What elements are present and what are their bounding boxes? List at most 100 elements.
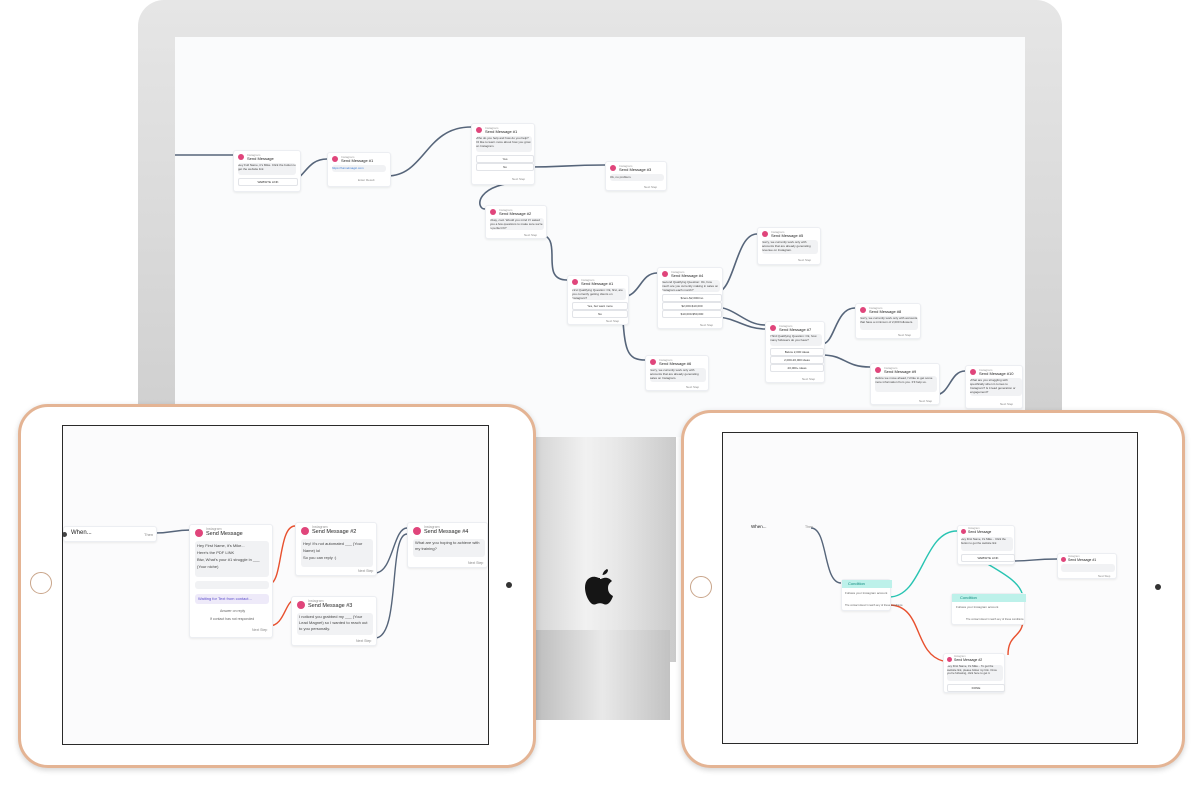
tablet-left-screen-canvas[interactable]: When... Then Instagram Send Message Hey … bbox=[62, 425, 489, 745]
node-platform: Instagram bbox=[954, 655, 966, 658]
connector bbox=[374, 533, 408, 639]
node-message: https://funnelmagic.com bbox=[332, 165, 386, 172]
node-platform: Instagram bbox=[499, 208, 513, 212]
node-title: Send Message #2 bbox=[499, 211, 532, 216]
imac-node-send-message-3[interactable]: Instagram Send Message #3 Ok, no problem… bbox=[605, 161, 667, 191]
tl-node-send-message-3[interactable]: Instagram Send Message #3 I noticed you … bbox=[291, 596, 377, 646]
imac-node-send-message-4[interactable]: Instagram Send Message #4 Second Qualify… bbox=[657, 267, 723, 329]
imac-node-send-message-9[interactable]: Instagram Send Message #9 Before we move… bbox=[870, 363, 940, 405]
apple-logo-icon bbox=[585, 569, 613, 605]
node-title: Send Message #3 bbox=[619, 167, 652, 172]
message-placeholder bbox=[195, 581, 269, 589]
node-message: Before we move ahead, I'd like to get so… bbox=[875, 376, 937, 392]
instagram-icon bbox=[610, 165, 616, 171]
imac-node-qualifying-1[interactable]: Instagram Send Message #1 First Qualifyi… bbox=[567, 275, 629, 325]
trigger-footer: Then bbox=[805, 525, 813, 529]
node-title: Send Message bbox=[206, 531, 243, 537]
camera-icon bbox=[506, 582, 512, 588]
node-platform: Instagram bbox=[779, 324, 793, 328]
node-platform: Instagram bbox=[581, 278, 595, 282]
node-message: Hey First Name, it's Mike... To get the … bbox=[947, 665, 1003, 681]
message-line: Btw, What's your #1 struggle in ___ (You… bbox=[197, 557, 260, 569]
sparkle-icon bbox=[63, 532, 67, 537]
imac-node-send-message-6[interactable]: Instagram Send Message #6 Sorry, we curr… bbox=[645, 355, 709, 391]
option-button[interactable]: No bbox=[572, 310, 628, 318]
website-link-button[interactable]: WEBSITE LINK bbox=[238, 178, 298, 186]
tl-node-send-message-4[interactable]: Instagram Send Message #4 What are you h… bbox=[407, 522, 488, 568]
node-title: Send Message #1 bbox=[581, 281, 614, 286]
node-footer: Next Step bbox=[468, 561, 484, 565]
node-platform: Instagram bbox=[424, 525, 440, 529]
condition-text: Follows your Instagram account bbox=[845, 591, 888, 595]
yes-button[interactable]: Yes bbox=[476, 155, 534, 163]
tr-condition-2[interactable]: Condition Follows your Instagram account… bbox=[951, 593, 1026, 625]
node-message: Sorry, we currently work only with accou… bbox=[762, 240, 818, 254]
option-button[interactable]: Below 2,000 ideas bbox=[770, 348, 824, 356]
node-platform: Instagram bbox=[884, 366, 898, 370]
node-footer: Next Step bbox=[1098, 574, 1111, 578]
instagram-icon bbox=[1061, 557, 1066, 562]
node-message: I noticed you grabbed my ___ (Your Lead … bbox=[297, 613, 373, 635]
tablet-right-screen-canvas[interactable]: When... Then Condition Follows your Inst… bbox=[722, 432, 1138, 744]
trigger-node[interactable]: When... Then bbox=[63, 526, 157, 542]
node-title: Send Message #6 bbox=[659, 361, 692, 366]
node-platform: Instagram bbox=[979, 368, 993, 372]
tablet-left-connectors bbox=[154, 525, 408, 639]
option-button[interactable]: $zero-$2,000/mo bbox=[662, 294, 722, 302]
condition-footer: The contact doesn't match any of these c… bbox=[845, 604, 903, 607]
option-button[interactable]: 2,000-20,000 ideas bbox=[770, 356, 824, 364]
trigger-footer: Then bbox=[144, 532, 154, 537]
node-footer: Next Step bbox=[919, 399, 933, 403]
trigger-node[interactable]: When... Then bbox=[743, 522, 815, 534]
node-footer: Next Step bbox=[252, 628, 268, 632]
condition-text: Follows your Instagram account bbox=[956, 605, 999, 609]
node-title: Send Message #4 bbox=[671, 273, 704, 278]
option-button[interactable]: Yes, but want more bbox=[572, 302, 628, 310]
website-link-button[interactable]: WEBSITE LINK bbox=[961, 554, 1015, 562]
tl-node-send-message[interactable]: Instagram Send Message Hey First Name, i… bbox=[189, 524, 273, 638]
node-message: Okay, cool. Would you mind if I asked yo… bbox=[490, 218, 544, 230]
home-button[interactable] bbox=[30, 572, 52, 594]
no-button[interactable]: No bbox=[476, 163, 534, 171]
imac-node-send-message-1[interactable]: Instagram Send Message #1 https://funnel… bbox=[327, 152, 391, 187]
node-platform: Instagram bbox=[341, 155, 355, 159]
imac-node-send-message-7[interactable]: Instagram Send Message #7 Third Qualifyi… bbox=[765, 321, 825, 383]
node-message: Ok, no problem. bbox=[610, 174, 664, 181]
instagram-icon bbox=[762, 231, 768, 237]
node-platform: Instagram bbox=[671, 270, 685, 274]
imac-screen-canvas[interactable]: Instagram Send Message Hey Full Name, it… bbox=[175, 37, 1025, 437]
option-button[interactable]: $2,000-$10,000 bbox=[662, 302, 722, 310]
option-button[interactable]: $10,000-$50,000 bbox=[662, 310, 722, 318]
imac-neck bbox=[526, 432, 676, 662]
imac-node-send-message-8[interactable]: Instagram Send Message #8 Sorry, we curr… bbox=[855, 303, 921, 339]
trigger-label: When... bbox=[71, 530, 92, 536]
connector bbox=[821, 354, 871, 368]
instagram-icon bbox=[770, 325, 776, 331]
connector bbox=[810, 527, 842, 584]
tr-node-send-message-2[interactable]: Instagram Send Message #2 Hey First Name… bbox=[943, 653, 1005, 693]
node-title: Send Message bbox=[247, 156, 274, 161]
condition-header bbox=[952, 594, 1026, 602]
home-button[interactable] bbox=[690, 576, 712, 598]
tr-node-send-message-1[interactable]: Instagram Send Message #1 Next Step bbox=[1057, 553, 1117, 579]
node-platform: Instagram bbox=[968, 527, 980, 530]
tr-node-send-message[interactable]: Instagram Send Message Hey First Name, i… bbox=[957, 525, 1015, 565]
node-footer: Next Step bbox=[700, 323, 714, 327]
option-button[interactable]: 20,000+ ideas bbox=[770, 364, 824, 372]
imac-node-send-message-10[interactable]: Instagram Send Message #10 What are you … bbox=[965, 365, 1023, 409]
tl-node-send-message-2[interactable]: Instagram Send Message #2 Hey! It's not … bbox=[295, 522, 377, 576]
tr-condition-1[interactable]: Condition Follows your Instagram account… bbox=[841, 579, 903, 611]
node-message: First Qualifying Question: Ok, first, ar… bbox=[572, 288, 626, 300]
imac-node-send-message-5[interactable]: Instagram Send Message #5 Sorry, we curr… bbox=[757, 227, 821, 265]
node-footer: Next Step bbox=[524, 233, 538, 237]
imac-node-send-message-2[interactable]: Instagram Send Message #2 Okay, cool. Wo… bbox=[485, 205, 547, 239]
connector bbox=[386, 126, 472, 177]
imac-node-send-message-1b[interactable]: Instagram Send Message #1 Who do you hel… bbox=[471, 123, 535, 185]
node-title: Send Message #8 bbox=[869, 309, 902, 314]
instagram-icon bbox=[650, 359, 656, 365]
done-button[interactable]: DONE bbox=[947, 684, 1005, 692]
imac-node-send-message[interactable]: Instagram Send Message Hey Full Name, it… bbox=[233, 150, 301, 192]
condition-header bbox=[842, 580, 892, 588]
instagram-icon bbox=[970, 369, 976, 375]
node-message bbox=[1061, 564, 1115, 572]
